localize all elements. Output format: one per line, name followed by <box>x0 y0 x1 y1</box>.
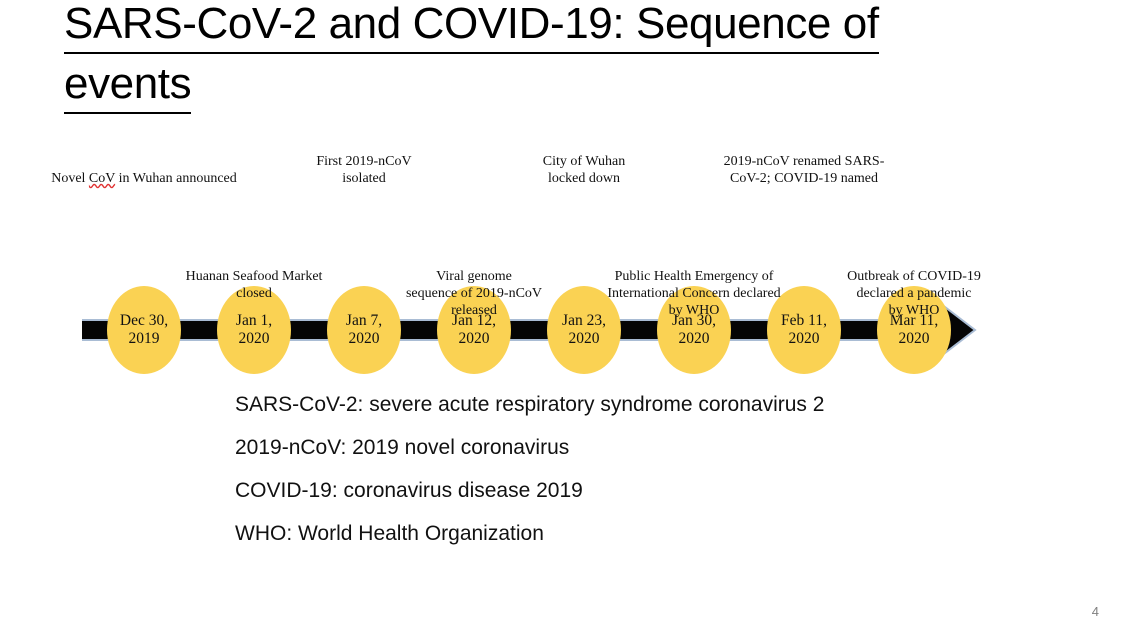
timeline-label-7: 2019-nCoV renamed SARS- CoV-2; COVID-19 … <box>723 154 885 186</box>
timeline-node-4: Jan 12, 2020 <box>437 286 511 374</box>
timeline-node-date: Dec 30, 2019 <box>119 312 169 347</box>
timeline-node-8: Mar 11, 2020 <box>877 286 951 374</box>
page-title: SARS-CoV-2 and COVID-19: Sequence of eve… <box>64 0 964 118</box>
definition-line-3: COVID-19: coronavirus disease 2019 <box>235 479 583 502</box>
timeline-node-7: Feb 11, 2020 <box>767 286 841 374</box>
definition-line-2: 2019-nCoV: 2019 novel coronavirus <box>235 436 570 459</box>
timeline-node-date: Jan 30, 2020 <box>672 312 716 347</box>
timeline-node-3: Jan 7, 2020 <box>327 286 401 374</box>
timeline-node-date: Jan 1, 2020 <box>235 312 273 347</box>
timeline-diagram: Dec 30, 2019 Jan 1, 2020 Jan 7, 2020 Jan 12… <box>0 118 1137 374</box>
page-title-line-2: events <box>64 58 192 114</box>
timeline-label-2: Huanan Seafood Market closed <box>185 269 323 301</box>
timeline-node-1: Dec 30, 2019 <box>107 286 181 374</box>
timeline-label-1: Novel CoV in Wuhan announced <box>51 171 237 186</box>
timeline-label-6: Public Health Emergency of International… <box>607 269 781 318</box>
timeline-label-8: Outbreak of COVID-19 declared a pandemic… <box>847 269 981 318</box>
timeline-node-2: Jan 1, 2020 <box>217 286 291 374</box>
timeline-node-date: Mar 11, 2020 <box>889 312 939 347</box>
timeline-label-5: City of Wuhan locked down <box>542 154 626 186</box>
timeline-node-date: Jan 12, 2020 <box>452 312 496 347</box>
spellcheck-flagged-word: CoV <box>88 171 116 186</box>
timeline-label-3: First 2019-nCoV isolated <box>316 154 412 186</box>
definition-line-4: WHO: World Health Organization <box>235 522 544 545</box>
timeline-node-5: Jan 23, 2020 <box>547 286 621 374</box>
page-title-line-1: SARS-CoV-2 and COVID-19: Sequence of <box>64 0 879 54</box>
timeline-node-6: Jan 30, 2020 <box>657 286 731 374</box>
timeline-label-4: Viral genome sequence of 2019-nCoV relea… <box>405 269 543 318</box>
definition-line-1: SARS-CoV-2: severe acute respiratory syn… <box>235 393 825 416</box>
page-number: 4 <box>1091 604 1099 619</box>
timeline-node-date: Jan 23, 2020 <box>562 312 606 347</box>
timeline-node-date: Feb 11, 2020 <box>781 312 827 347</box>
timeline-node-date: Jan 7, 2020 <box>345 312 383 347</box>
abbreviation-definitions: SARS-CoV-2: severe acute respiratory syn… <box>235 383 995 555</box>
